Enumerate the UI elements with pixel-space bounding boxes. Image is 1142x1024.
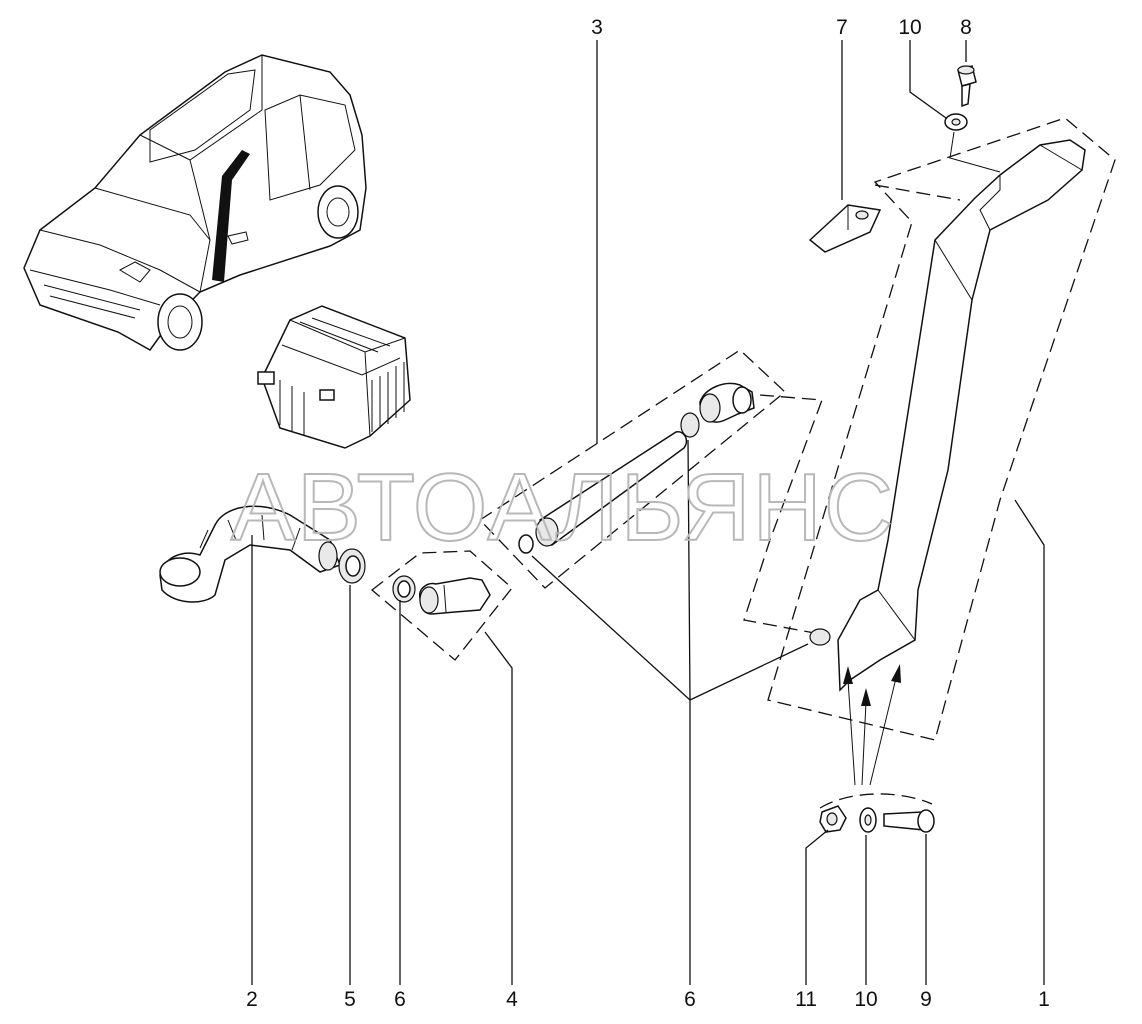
callout-2: 2: [246, 988, 258, 1011]
callout-10-top: 10: [898, 16, 921, 39]
part-5-clamp: [338, 548, 366, 584]
callout-3: 3: [591, 16, 603, 39]
connection-guide-line: [743, 394, 823, 635]
callout-7: 7: [836, 16, 848, 39]
callout-6-left: 6: [394, 988, 406, 1011]
callout-4: 4: [506, 988, 518, 1011]
air-filter-housing-illustration: [257, 305, 411, 449]
callout-1: 1: [1038, 988, 1050, 1011]
part-2-inlet-duct: [159, 505, 341, 603]
bottom-fastener-set: [819, 793, 935, 833]
callout-8: 8: [960, 16, 972, 39]
vehicle-overview-illustration: [23, 54, 367, 351]
part-4-group: [370, 550, 513, 661]
leader-lines: [251, 40, 1045, 985]
callout-10-bottom: 10: [854, 988, 877, 1011]
assembly-arrows: [843, 664, 901, 786]
callout-9: 9: [920, 988, 932, 1011]
part-8-bolt: [957, 65, 977, 108]
part-3-group: [478, 349, 786, 589]
part-1-snorkel: [767, 117, 1116, 741]
callout-11: 11: [795, 988, 817, 1011]
part-7-bracket: [808, 184, 961, 253]
part-10-washer-top: [944, 113, 968, 131]
callout-6-right: 6: [684, 988, 696, 1011]
watermark-text: АВТОАЛЬЯНС: [231, 454, 895, 561]
callout-5: 5: [344, 988, 356, 1011]
